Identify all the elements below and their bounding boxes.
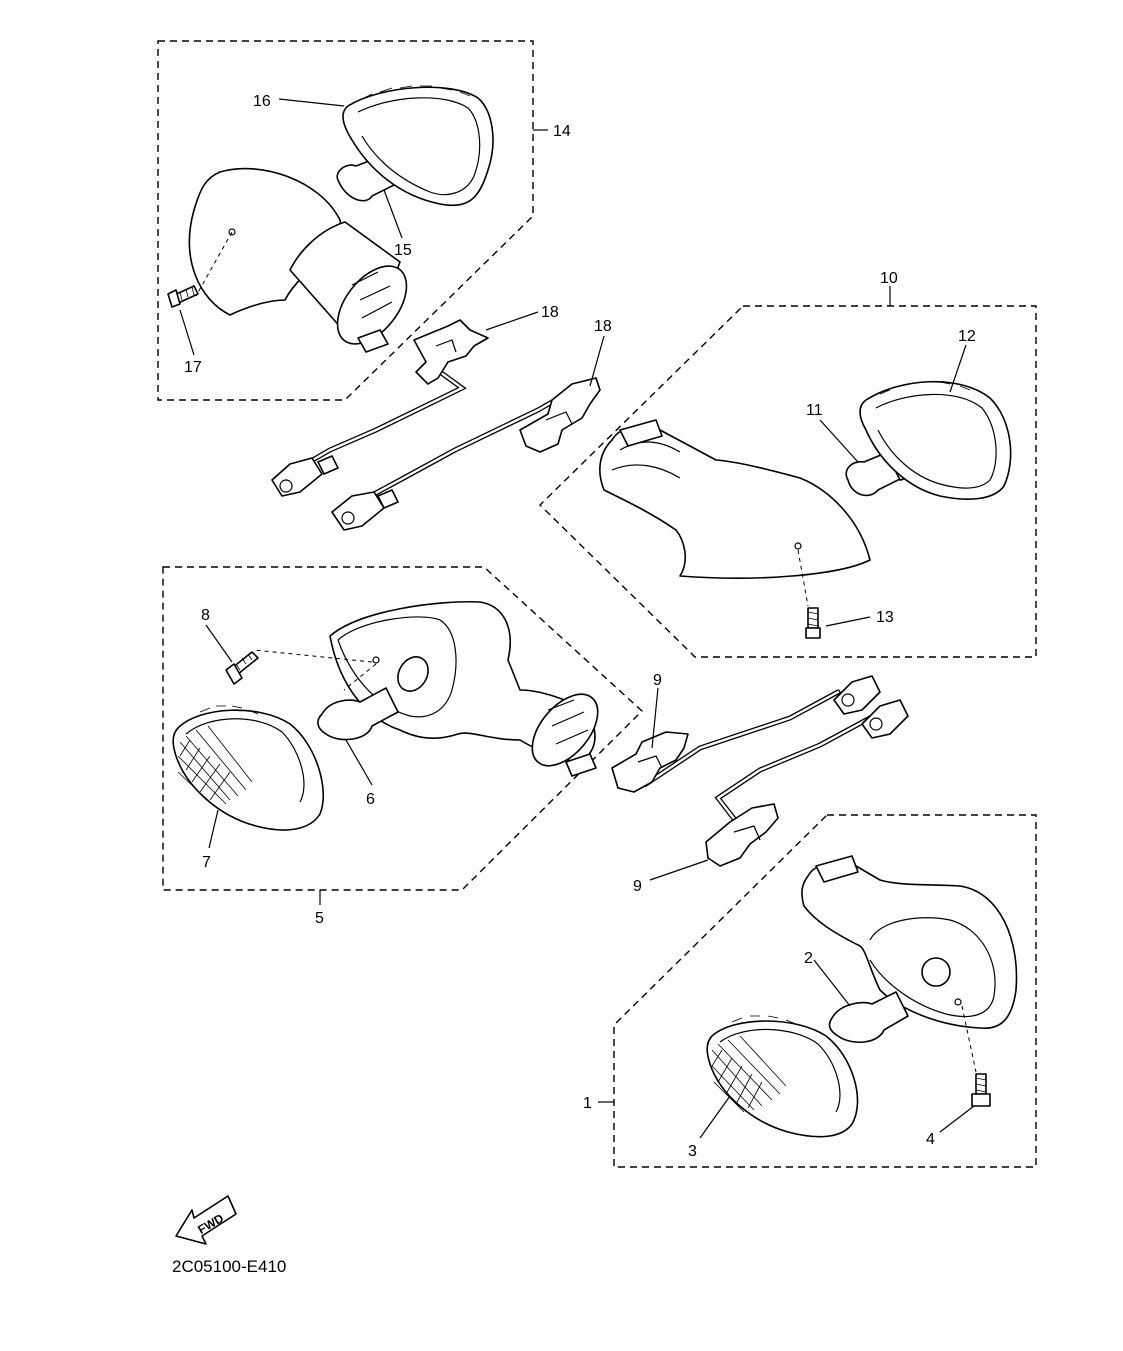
lens-3 <box>706 1015 859 1138</box>
bulb-2 <box>828 991 909 1043</box>
lens-7 <box>172 705 324 831</box>
turn-signal-assembly-5 <box>253 600 599 777</box>
callout-8: 8 <box>201 607 210 624</box>
callout-9-upper: 9 <box>653 672 662 689</box>
callout-14: 14 <box>553 123 571 140</box>
callout-2: 2 <box>804 950 813 967</box>
bracket-9-lower <box>705 803 779 867</box>
callout-6: 6 <box>366 791 375 808</box>
leader-lines <box>179 98 975 1139</box>
lens-12 <box>859 380 1012 500</box>
group-box-5 <box>162 566 644 891</box>
callout-7: 7 <box>202 854 211 871</box>
callout-3: 3 <box>688 1143 697 1160</box>
callout-9-lower: 9 <box>633 878 642 895</box>
connector-lower-right-b <box>861 699 909 739</box>
wire-harness <box>289 369 873 823</box>
bracket-18-upper <box>413 319 489 385</box>
connector-lower-right-a <box>833 675 881 715</box>
screw-13 <box>805 607 821 639</box>
callout-18-upper: 18 <box>541 304 559 321</box>
callout-15: 15 <box>394 242 412 259</box>
group-box-14 <box>157 40 534 401</box>
callout-13: 13 <box>876 609 894 626</box>
connector-upper-middle <box>331 489 399 531</box>
forward-arrow-icon: FWD <box>175 1195 237 1245</box>
callout-11: 11 <box>806 402 823 419</box>
callout-17: 17 <box>184 359 202 376</box>
turn-signal-assembly-14 <box>188 167 408 353</box>
screw-8 <box>225 651 259 685</box>
bulb-6 <box>317 687 399 741</box>
screw-17 <box>167 285 199 308</box>
screw-4 <box>971 1073 991 1107</box>
callout-5: 5 <box>315 910 324 927</box>
turn-signal-assembly-10 <box>599 419 871 607</box>
group-box-1 <box>613 814 1037 1168</box>
bracket-18-right <box>519 377 601 453</box>
connector-upper-left <box>271 455 339 497</box>
drawing-code: 2C05100-E410 <box>172 1257 287 1276</box>
bracket-9-middle <box>611 731 689 793</box>
group-box-10 <box>539 305 1037 658</box>
lens-16 <box>342 85 494 207</box>
callout-12: 12 <box>958 328 976 345</box>
callout-1: 1 <box>583 1095 592 1112</box>
callout-10: 10 <box>880 270 898 287</box>
turn-signal-assembly-1 <box>801 855 1018 1073</box>
callout-16: 16 <box>253 93 271 110</box>
callout-18-right: 18 <box>594 318 612 335</box>
callout-4: 4 <box>926 1131 935 1148</box>
